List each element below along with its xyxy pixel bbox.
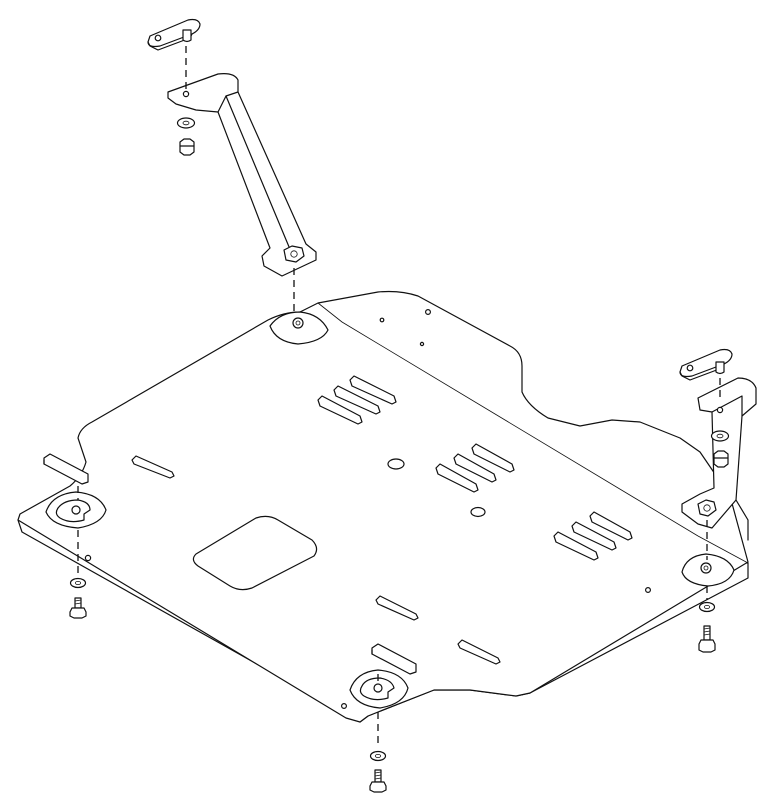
plate-crease-rear [317,302,699,537]
tab-plate-left [43,453,89,485]
tab-stud [715,361,725,375]
tab-plate-hole [154,34,162,42]
vent-slot [435,463,479,493]
tab-plate-hole [686,364,694,372]
tab-plate-top [147,18,201,48]
washer [710,430,730,442]
bracket-assembly-top [147,18,317,312]
edge-hole [644,586,651,593]
washer-hole [75,581,82,586]
access-hatch [192,515,318,591]
bracket-left [167,73,317,277]
vent-slot [589,511,633,541]
bracket-left-fold [225,95,293,255]
single-slot-left [131,455,175,479]
edge-hole [84,554,92,562]
vent-slot [349,375,397,405]
drain-hole [470,506,486,518]
skid-plate [17,290,749,723]
single-slot-front-right [457,639,501,665]
bracket-nut [283,245,305,263]
vent-slot [553,531,599,561]
edge-hole [341,702,348,709]
vent-slot [317,395,363,425]
single-slot-front [375,595,419,621]
washer [698,601,716,613]
bolt-thread [703,627,711,636]
nut [713,450,729,468]
skid-plate-top [17,290,749,723]
vent-slots-middle [435,443,515,493]
bracket-assembly-right [679,348,757,560]
bracket-right-bend [711,395,743,417]
vent-slot [471,443,515,473]
vent-slot [333,385,381,415]
bracket-hole [716,406,724,414]
bolt-thread [374,771,382,780]
washer-hole [374,754,381,759]
washer-hole [716,433,724,439]
fastener-front [369,643,417,793]
vent-slots-rear [317,375,397,425]
washer [69,577,87,589]
washer [176,117,196,129]
mount-hole-inner [295,320,301,326]
keyhole-bolt-hole [71,505,81,515]
tab-stud [182,29,192,43]
bolt-head [69,607,87,619]
bracket-nut-hole [703,504,711,512]
bolt-head [369,781,387,793]
washer-hole [704,605,711,610]
bracket-nut [697,499,717,517]
pin-hole [419,341,425,347]
bracket-nut-hole [290,250,298,258]
mount-hole [292,317,304,329]
pin-hole [379,317,385,323]
washer [369,750,387,762]
pin-hole [425,309,432,316]
bolt-head [698,639,716,653]
vent-slots-right [553,511,633,561]
vent-slot [571,521,617,551]
plate-crease-side [697,535,749,564]
bracket-right-foot [735,499,749,541]
mount-hole-inner [703,565,709,571]
fastener-right [698,586,716,653]
drain-hole [387,458,405,470]
fastener-left [43,453,89,619]
mount-hole [700,562,712,574]
keyhole-bolt-hole [373,683,383,693]
bracket-hole [182,90,190,98]
bolt-thread [74,599,82,605]
nut [179,138,195,156]
washer-hole [182,120,190,126]
vent-slot [453,453,497,483]
